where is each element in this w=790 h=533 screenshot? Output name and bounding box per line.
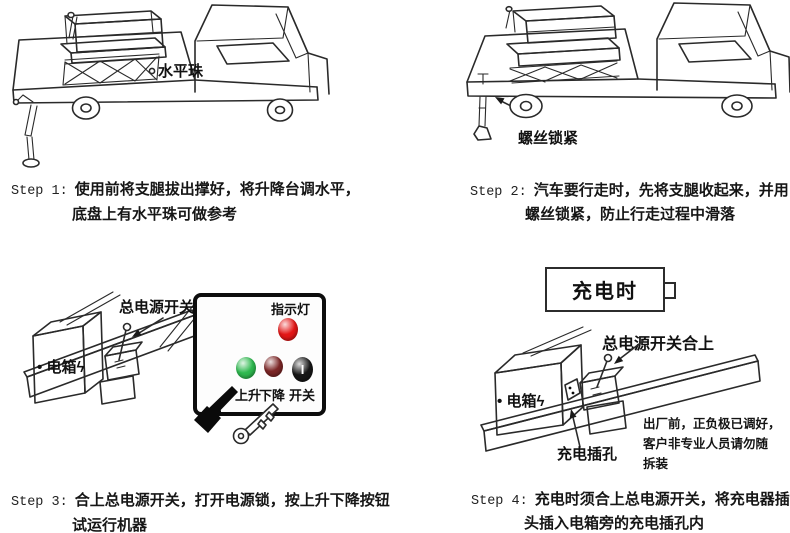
wheel (509, 93, 753, 119)
power-cables (59, 291, 121, 326)
lightning-icon: ϟ (536, 393, 545, 410)
step1-prefix: Step 1: (11, 184, 68, 199)
lift-platform-lowered (505, 5, 621, 67)
lift-platform (60, 10, 167, 64)
step3-prefix: Step 3: (11, 495, 68, 510)
level-bead-label: 水平珠 (158, 63, 204, 80)
indicator-light-label: 指示灯 (271, 302, 311, 317)
charging-socket-label: 充电插孔 (557, 446, 618, 463)
electric-box-label: • 电箱ϟ (497, 393, 545, 410)
outrigger-leg-folded (473, 73, 492, 141)
truck-cab (194, 4, 330, 95)
down-button (264, 356, 283, 377)
main-power-arrow-icon (132, 317, 164, 337)
step4-line2: 头插入电箱旁的充电插孔内 (524, 515, 705, 532)
indicator-lamp (278, 318, 298, 341)
step1-line2: 底盘上有水平珠可做参考 (72, 206, 238, 223)
charging-scene (480, 326, 761, 452)
main-power-on-label: 总电源开关合上 (602, 336, 715, 353)
switch-button-label: 开关 (289, 388, 316, 403)
up-button (236, 357, 256, 379)
switch-on-mark: I (300, 362, 305, 377)
main-power-on-arrow-icon (614, 340, 644, 364)
trailer-deck (466, 28, 777, 99)
charging-mode-box: 充电时 (545, 267, 665, 312)
step1-line1: Step 1:使用前将支腿拔出撑好，将升降台调水平， (11, 181, 360, 199)
control-panel (193, 293, 326, 416)
electric-box-label: • 电箱ϟ (37, 359, 85, 376)
scissor-lift-folded (509, 60, 620, 84)
lever-switch (99, 322, 143, 405)
bullet-icon: • (37, 359, 43, 376)
pointing-hand-icon (194, 386, 238, 433)
up-button-label: 上升 (235, 388, 262, 403)
step4-line1: Step 4:充电时须合上总电源开关，将充电器插 (471, 491, 790, 509)
truck-cab (656, 2, 790, 93)
lever-switch (579, 353, 627, 435)
step4-prefix: Step 4: (471, 494, 528, 509)
truck-raised-lift-illustration (12, 4, 330, 168)
step3-line2: 试运行机器 (72, 517, 148, 533)
level-bead-icon (148, 67, 156, 75)
outrigger-leg-extended (12, 94, 40, 168)
down-button-label: 下降 (259, 388, 286, 403)
wheel (71, 96, 294, 122)
charging-mode-label: 充电时 (572, 281, 638, 303)
factory-note-line3: 拆装 (643, 457, 669, 471)
factory-note-line2: 客户非专业人员请勿随 (643, 437, 769, 451)
key-icon (232, 403, 279, 445)
step2-line1: Step 2:汽车要行走时，先将支腿收起来，并用 (470, 182, 789, 200)
electric-box (32, 311, 104, 404)
step3-line1: Step 3:合上总电源开关，打开电源锁，按上升下降按钮 (11, 492, 390, 510)
battery-tab-icon (665, 282, 676, 299)
step2-line2: 螺丝锁紧，防止行走过程中滑落 (525, 206, 736, 223)
main-power-switch-label: 总电源开关 (119, 299, 195, 316)
charging-socket-arrow-icon (569, 409, 581, 448)
factory-note-line1: 出厂前，正负极已调好， (643, 417, 781, 431)
lightning-icon: ϟ (76, 359, 85, 376)
truck-travel-illustration (466, 2, 790, 141)
screw-lock-label: 螺丝锁紧 (518, 130, 579, 147)
key-switch-button: I (292, 357, 313, 382)
charging-socket-icon (564, 378, 581, 401)
base-rail (480, 354, 761, 452)
step2-prefix: Step 2: (470, 185, 527, 200)
bullet-icon: • (497, 393, 503, 410)
